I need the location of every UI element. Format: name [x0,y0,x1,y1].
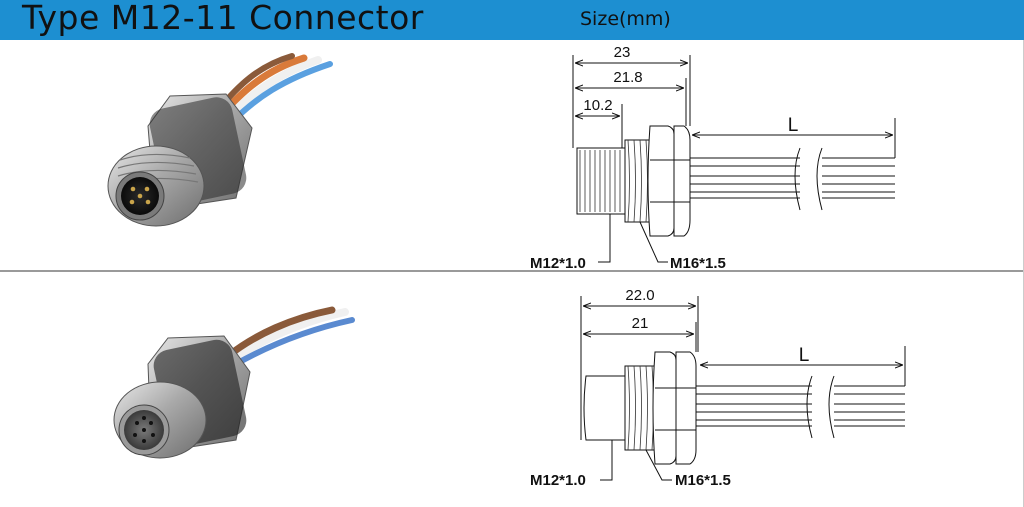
male-cable [690,147,895,211]
male-connector-photo [107,53,333,227]
row-divider [0,270,1024,272]
male-dim-length: L [788,115,799,136]
female-connector-photo [113,306,355,459]
female-dim-body: 21 [632,315,649,332]
female-sockets [133,416,155,443]
male-drawing [572,55,896,263]
male-front-thread-label: M12*1.0 [530,255,586,272]
female-panel-thread-label: M16*1.5 [675,472,731,489]
female-dim-length: L [799,345,810,366]
male-dim-overall: 23 [614,44,631,61]
page-title: Type M12-11 Connector [22,0,424,37]
female-nut [652,351,677,465]
male-pins [129,186,151,205]
size-unit-label: Size(mm) [580,8,671,30]
male-panel-thread-label: M16*1.5 [670,255,726,272]
male-nut [647,125,675,237]
female-front-sleeve [583,375,626,441]
female-cable [696,375,905,439]
female-dim-overall: 22.0 [625,287,654,304]
male-dim-body: 21.8 [613,69,642,86]
female-wires [224,306,355,367]
female-drawing [580,296,906,481]
male-dim-thread: 10.2 [583,97,612,114]
male-front-thread [576,147,626,215]
female-panel-thread [624,365,656,451]
female-front-thread-label: M12*1.0 [530,472,586,489]
header-bar: Type M12-11 Connector Size(mm) [0,0,1024,40]
